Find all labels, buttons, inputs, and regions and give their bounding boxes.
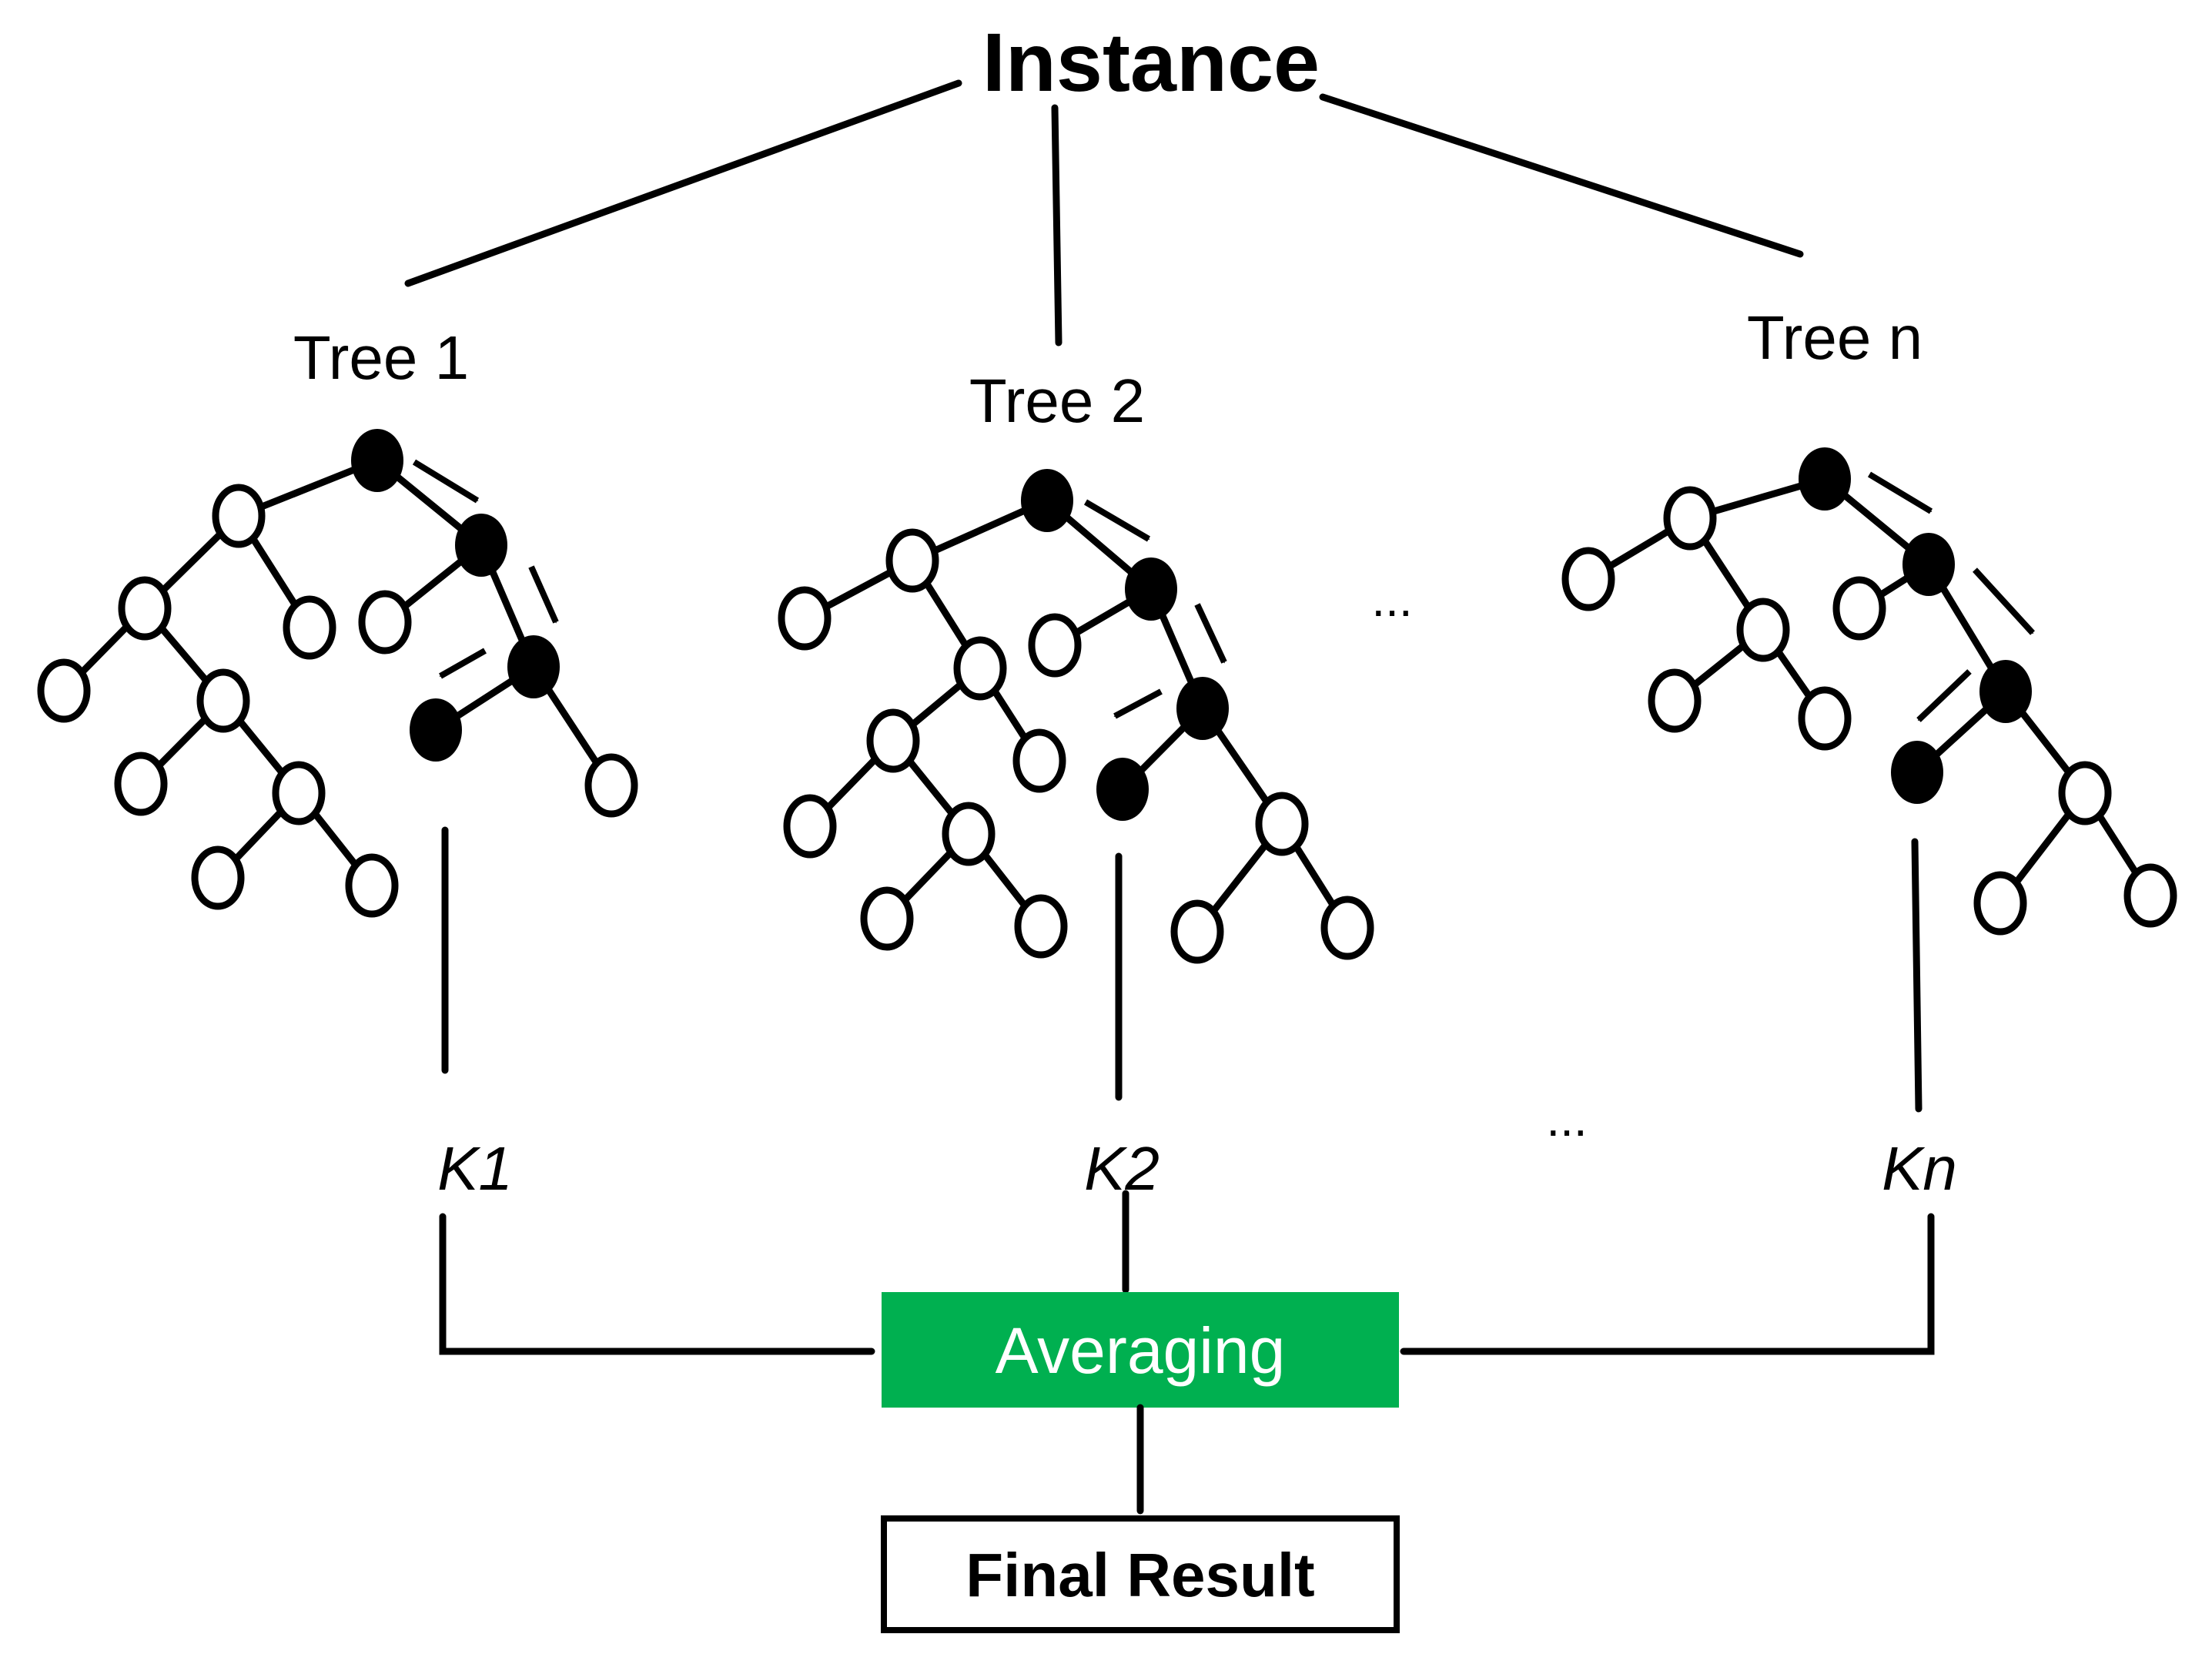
path-arrow <box>1867 471 1933 514</box>
tree-node <box>118 576 172 641</box>
results-ellipsis: ... <box>1546 1091 1587 1147</box>
tree-node <box>783 794 837 859</box>
tree-n-label: Tree n <box>1747 303 1923 372</box>
tree-node <box>1170 899 1224 964</box>
tree-node-active <box>1176 677 1229 740</box>
tree-node <box>866 708 920 773</box>
tree-node <box>1663 486 1717 551</box>
tree-n <box>1561 447 2177 936</box>
instance-arrows <box>404 79 1804 347</box>
tree-2-label: Tree 2 <box>969 367 1145 435</box>
tree-node <box>114 752 168 816</box>
tree-node-active <box>455 514 507 577</box>
tree-node <box>37 658 91 723</box>
instance-title: Instance <box>982 15 1320 109</box>
tree-node <box>196 668 250 733</box>
tree-node <box>860 886 914 951</box>
averaging-box <box>882 1292 1399 1408</box>
trees-ellipsis: ... <box>1371 571 1412 627</box>
tree-node <box>1255 792 1309 856</box>
tree-node <box>953 636 1007 701</box>
tree-node-active <box>507 635 560 698</box>
tree-node <box>1973 871 2027 936</box>
tree-node <box>212 484 266 548</box>
tree-1-label: Tree 1 <box>293 323 469 392</box>
final-result-label: Final Result <box>965 1541 1314 1609</box>
tree-2 <box>778 469 1374 964</box>
arrow-kn-to-averaging <box>1400 1213 1935 1355</box>
averaging-label: Averaging <box>996 1314 1286 1387</box>
tree-node <box>1012 728 1066 793</box>
path-arrow <box>528 565 559 624</box>
tree-node <box>1798 686 1852 751</box>
tree-node <box>2058 761 2112 825</box>
tree-node <box>1648 668 1702 733</box>
tree-node-active <box>1125 557 1177 621</box>
tree-node <box>1320 896 1374 960</box>
path-arrow <box>1113 688 1163 719</box>
tree-node <box>283 595 336 660</box>
path-arrow <box>1973 568 2035 635</box>
averaging-input-arrows <box>439 1190 1935 1355</box>
tree-node <box>778 586 832 651</box>
tree-node-active <box>1891 741 1943 804</box>
arrow-instance-to-tree-n <box>1319 93 1804 258</box>
tree-node <box>584 753 638 818</box>
arrow-tree-n-to-kn <box>1911 838 1923 1113</box>
tree-node-active <box>410 698 462 762</box>
k1-label: K1 <box>437 1134 513 1203</box>
tree-node-active <box>1979 660 2032 723</box>
tree-node-active <box>1096 758 1149 821</box>
arrow-k1-to-averaging <box>439 1213 875 1355</box>
tree-node <box>1832 576 1886 641</box>
tree-node <box>942 802 996 866</box>
arrow-instance-to-tree-1 <box>404 79 962 287</box>
tree-node <box>885 528 939 593</box>
tree-node-active <box>351 429 403 492</box>
tree-node <box>345 853 399 918</box>
tree-node-active <box>1799 447 1851 511</box>
tree-node-active <box>1021 469 1073 532</box>
tree-1 <box>37 429 638 918</box>
tree-node <box>358 590 412 655</box>
path-arrow <box>1194 603 1227 664</box>
tree-output-arrows <box>441 826 1923 1113</box>
tree-node <box>272 761 326 825</box>
path-arrow <box>1083 499 1151 542</box>
path-arrow <box>439 648 487 679</box>
final-result-box <box>881 1515 1400 1633</box>
path-arrow <box>1916 669 1972 722</box>
k2-label: K2 <box>1084 1134 1160 1203</box>
tree-node <box>1561 547 1615 611</box>
tree-node <box>1736 598 1790 662</box>
tree-node-active <box>1902 533 1955 596</box>
tree-node <box>2123 863 2177 928</box>
tree-node <box>1028 613 1082 678</box>
tree-node <box>1014 894 1068 959</box>
arrow-instance-to-tree-2 <box>1051 104 1062 347</box>
tree-node <box>191 845 245 910</box>
kn-label: Kn <box>1882 1134 1957 1203</box>
path-arrow <box>412 459 480 504</box>
